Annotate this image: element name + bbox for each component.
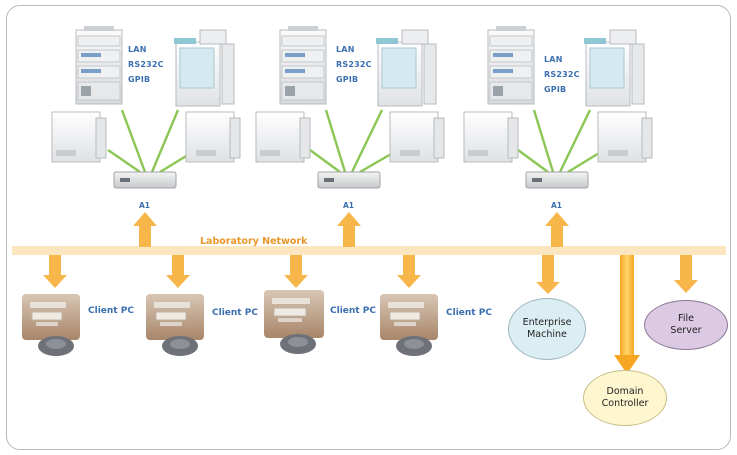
- file-server-node: File Server: [644, 300, 728, 350]
- interface-label-rs232c: RS232C: [336, 60, 372, 69]
- autosampler-icon: [584, 29, 645, 107]
- down-arrow-icon: [536, 255, 560, 294]
- down-arrow-icon: [43, 255, 67, 288]
- controller-box-icon: [113, 171, 177, 189]
- interface-label-gpib: GPIB: [544, 85, 567, 94]
- domain-label-line1: Domain: [606, 386, 644, 397]
- instrument-stack-icon: [487, 26, 535, 105]
- controller-box-icon: [317, 171, 381, 189]
- controller-label: A1: [343, 201, 355, 210]
- up-arrow-icon: [545, 212, 569, 247]
- detector-module-icon: [389, 111, 445, 163]
- client-pc-label: Client PC: [212, 308, 258, 318]
- file-server-label-line2: Server: [670, 325, 702, 336]
- interface-label-gpib: GPIB: [336, 75, 359, 84]
- down-arrow-icon: [166, 255, 190, 288]
- detector-module-icon: [463, 111, 519, 163]
- interface-label-lan: LAN: [336, 45, 355, 54]
- enterprise-label-line1: Enterprise: [522, 317, 572, 328]
- domain-controller-node: Domain Controller: [583, 370, 667, 426]
- down-arrow-icon: [614, 355, 640, 374]
- interface-label-lan: LAN: [544, 55, 563, 64]
- file-server-label-line1: File: [678, 313, 694, 324]
- instrument-stack-icon: [279, 26, 327, 105]
- down-arrow-icon: [397, 255, 421, 288]
- client-pc-icon: [146, 294, 204, 356]
- client-pc-icon: [22, 294, 80, 356]
- detector-module-icon: [597, 111, 653, 163]
- detector-module-icon: [185, 111, 241, 163]
- detector-module-icon: [51, 111, 107, 163]
- enterprise-machine-node: Enterprise Machine: [508, 298, 586, 360]
- down-arrow-icon: [284, 255, 308, 288]
- instrument-connections-2: [309, 109, 399, 174]
- controller-label: A1: [551, 201, 563, 210]
- interface-labels-3: LAN RS232C GPIB: [544, 55, 580, 95]
- instrument-group-3: [463, 26, 653, 247]
- down-arrow-icon: [674, 255, 698, 293]
- network-label: Laboratory Network: [200, 236, 308, 247]
- instrument-group-1: [51, 26, 241, 247]
- interface-labels-2: LAN RS232C GPIB: [336, 45, 372, 85]
- interface-label-lan: LAN: [128, 45, 147, 54]
- instrument-connections-3: [517, 109, 605, 174]
- up-arrow-icon: [337, 212, 361, 247]
- diagram-frame: [6, 5, 731, 450]
- domain-arrow-shaft: [620, 255, 634, 355]
- detector-module-icon: [255, 111, 311, 163]
- instrument-connections-1: [107, 109, 197, 174]
- up-arrow-icon: [133, 212, 157, 247]
- domain-label-line2: Controller: [601, 398, 649, 409]
- interface-label-rs232c: RS232C: [544, 70, 580, 79]
- client-pc-label: Client PC: [330, 306, 376, 316]
- controller-label: A1: [139, 201, 151, 210]
- interface-label-rs232c: RS232C: [128, 60, 164, 69]
- laboratory-network-band: [12, 246, 726, 255]
- interface-labels-1: LAN RS232C GPIB: [128, 45, 164, 85]
- enterprise-label-line2: Machine: [527, 329, 567, 340]
- client-pc-icon: [264, 290, 324, 354]
- instrument-stack-icon: [75, 26, 123, 105]
- interface-label-gpib: GPIB: [128, 75, 151, 84]
- client-pc-label: Client PC: [446, 308, 492, 318]
- instrument-group-2: [255, 26, 445, 247]
- controller-box-icon: [525, 171, 589, 189]
- autosampler-icon: [376, 29, 437, 107]
- autosampler-icon: [174, 29, 235, 107]
- client-pc-label: Client PC: [88, 306, 134, 316]
- client-pc-icon: [380, 294, 438, 356]
